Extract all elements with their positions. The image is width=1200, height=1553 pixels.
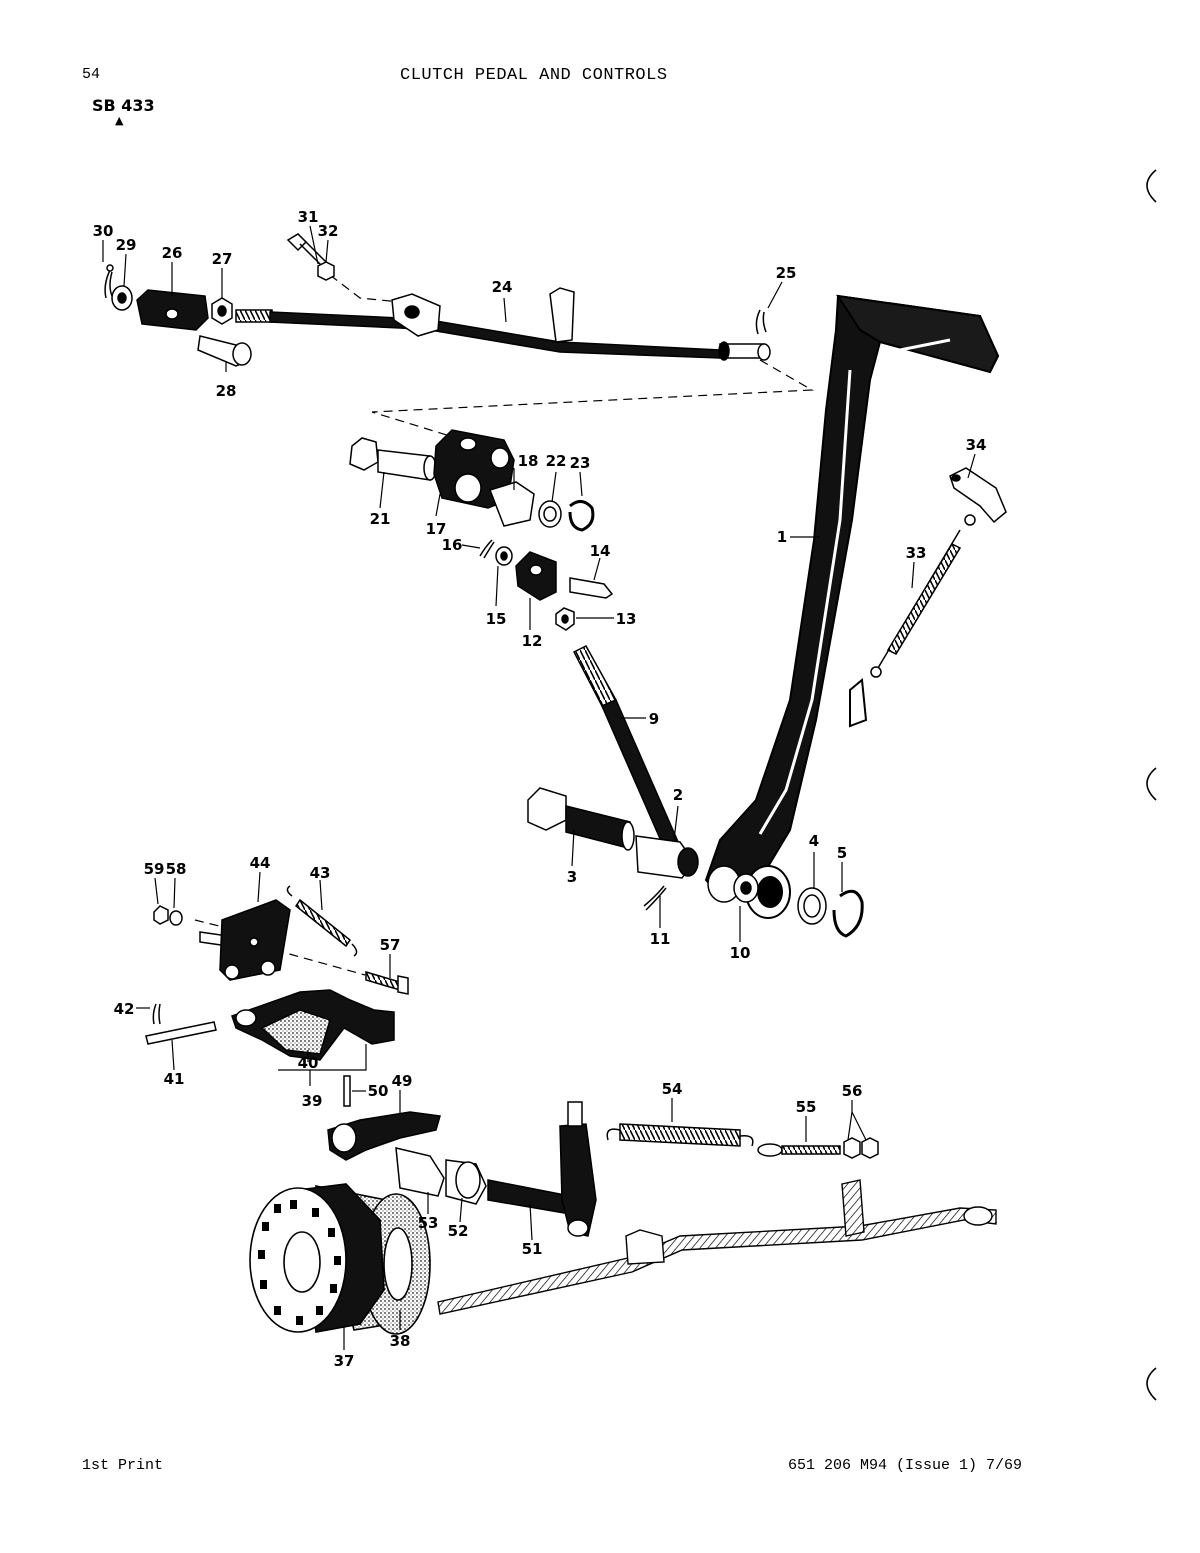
callout-41: 41 <box>164 1070 185 1088</box>
clutch-pedal <box>704 294 1000 919</box>
callout-14: 14 <box>590 542 611 560</box>
callout-59: 59 <box>144 860 165 878</box>
release-fork-group <box>145 885 409 1107</box>
callout-16: 16 <box>442 536 463 554</box>
callout-13: 13 <box>616 610 637 628</box>
callout-1: 1 <box>777 528 787 546</box>
page-title: CLUTCH PEDAL AND CONTROLS <box>400 66 668 85</box>
callout-11: 11 <box>650 930 671 948</box>
callout-30: 30 <box>93 222 114 240</box>
margin-marks <box>1146 169 1157 1401</box>
callout-12: 12 <box>522 632 543 650</box>
callout-38: 38 <box>390 1332 411 1350</box>
cross-shaft-outline <box>437 1179 997 1315</box>
page-number: 54 <box>82 66 101 83</box>
callout-58: 58 <box>166 860 187 878</box>
callout-26: 26 <box>162 244 183 262</box>
figure-reference: SB 433 <box>92 96 155 115</box>
callout-23: 23 <box>570 454 591 472</box>
callout-numbers: 1 2 3 4 5 9 10 11 12 13 14 15 16 17 18 2… <box>93 208 987 1370</box>
callout-39: 39 <box>302 1092 323 1110</box>
figure-reference-arrow-icon: ▲ <box>115 114 124 127</box>
callout-57: 57 <box>380 936 401 954</box>
callout-2: 2 <box>673 786 683 804</box>
callout-9: 9 <box>649 710 659 728</box>
callout-43: 43 <box>310 864 331 882</box>
callout-34: 34 <box>966 436 987 454</box>
callout-40: 40 <box>298 1054 319 1072</box>
callout-31: 31 <box>298 208 319 226</box>
callout-44: 44 <box>250 854 271 872</box>
callout-33: 33 <box>906 544 927 562</box>
leader-lines <box>102 225 976 1350</box>
callout-21: 21 <box>370 510 391 528</box>
callout-24: 24 <box>492 278 513 296</box>
upper-rod-assembly <box>104 233 771 367</box>
callout-28: 28 <box>216 382 237 400</box>
callout-51: 51 <box>522 1240 543 1258</box>
callout-15: 15 <box>486 610 507 628</box>
pushrod-and-shaft <box>527 645 864 938</box>
callout-17: 17 <box>426 520 447 538</box>
callout-56: 56 <box>842 1082 863 1100</box>
callout-22: 22 <box>546 452 567 470</box>
footer-print-note: 1st Print <box>82 1457 164 1474</box>
pivot-group <box>349 429 614 631</box>
assembly-lines <box>194 274 815 976</box>
callout-55: 55 <box>796 1098 817 1116</box>
pedal-spring <box>870 467 1007 678</box>
callout-3: 3 <box>567 868 577 886</box>
callout-25: 25 <box>776 264 797 282</box>
callout-29: 29 <box>116 236 137 254</box>
callout-37: 37 <box>334 1352 355 1370</box>
cross-shaft-group <box>327 1101 879 1237</box>
callout-49: 49 <box>392 1072 413 1090</box>
callout-10: 10 <box>730 944 751 962</box>
callout-52: 52 <box>448 1222 469 1240</box>
callout-27: 27 <box>212 250 233 268</box>
callout-5: 5 <box>837 844 847 862</box>
callout-54: 54 <box>662 1080 683 1098</box>
pressure-plate <box>249 1183 431 1335</box>
callout-4: 4 <box>809 832 819 850</box>
callout-42: 42 <box>114 1000 135 1018</box>
callout-50: 50 <box>368 1082 389 1100</box>
footer-part-number: 651 206 M94 (Issue 1) 7/69 <box>788 1457 1023 1474</box>
callout-32: 32 <box>318 222 339 240</box>
callout-53: 53 <box>418 1214 439 1232</box>
callout-18: 18 <box>518 452 539 470</box>
